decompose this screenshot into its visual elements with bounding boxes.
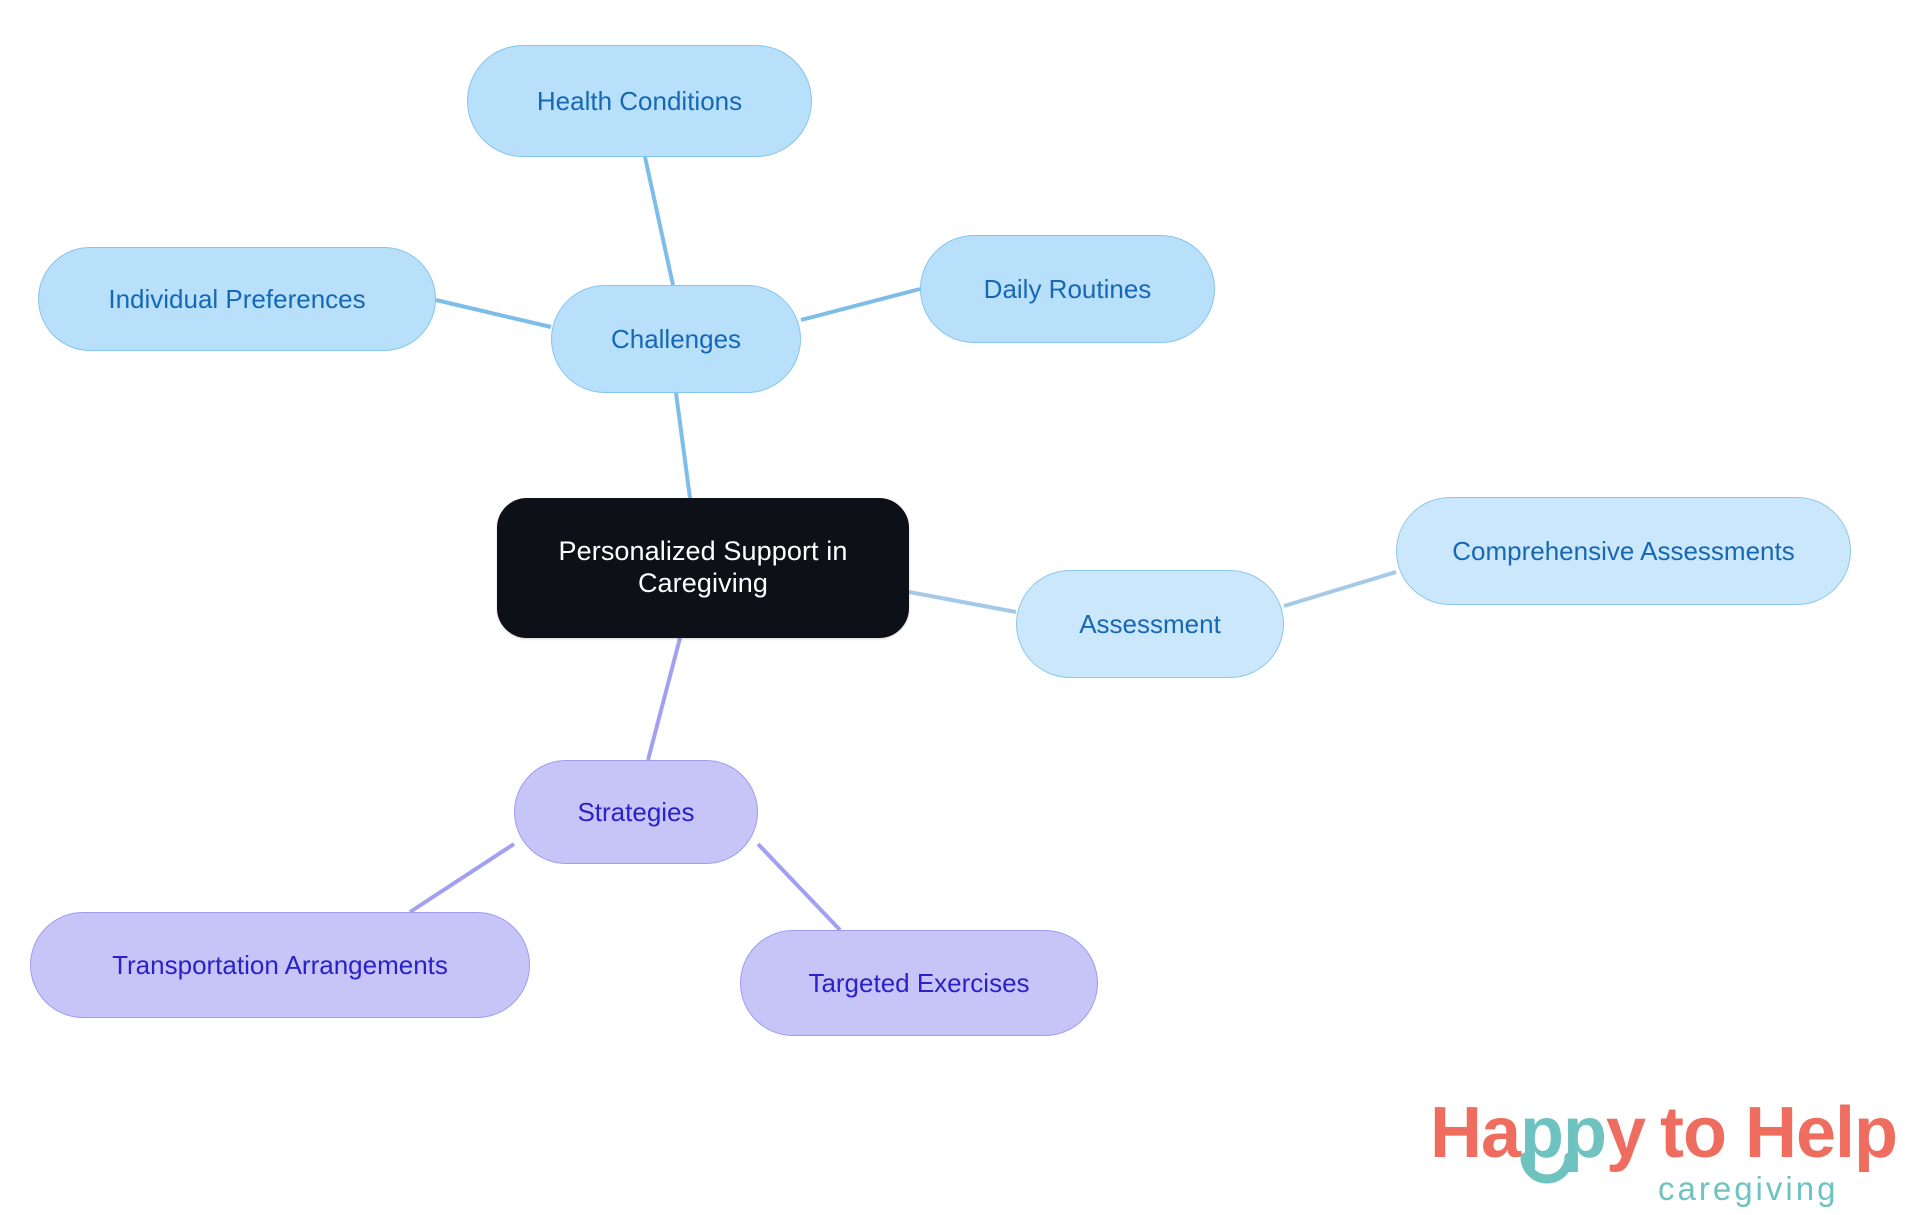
edge-strategies-transportation-arrangements bbox=[408, 842, 516, 914]
edge-root-assessment bbox=[908, 590, 1017, 614]
logo-y: y bbox=[1606, 1095, 1646, 1173]
node-assessment[interactable]: Assessment bbox=[1016, 570, 1284, 678]
edge-challenges-daily-routines bbox=[800, 287, 921, 322]
brand-logo: Happy to Help caregiving bbox=[1430, 1095, 1898, 1207]
node-strategies[interactable]: Strategies bbox=[514, 760, 758, 864]
edge-strategies-targeted-exercises bbox=[756, 842, 842, 932]
edge-root-challenges bbox=[674, 392, 692, 499]
logo-smile-icon bbox=[1520, 1152, 1574, 1184]
edge-challenges-health-conditions bbox=[643, 156, 675, 286]
node-comprehensive-assessments[interactable]: Comprehensive Assessments bbox=[1396, 497, 1851, 605]
node-health-conditions[interactable]: Health Conditions bbox=[467, 45, 812, 157]
edge-root-strategies bbox=[646, 637, 682, 761]
edge-challenges-individual-preferences bbox=[435, 298, 552, 329]
logo-ha: Ha bbox=[1430, 1095, 1522, 1173]
node-individual-preferences[interactable]: Individual Preferences bbox=[38, 247, 436, 351]
logo-pp: pp bbox=[1520, 1095, 1606, 1173]
node-daily-routines[interactable]: Daily Routines bbox=[920, 235, 1215, 343]
logo-caregiving: caregiving bbox=[1658, 1170, 1838, 1207]
logo-to-help: to Help bbox=[1660, 1095, 1897, 1173]
svg-text:Happy: Happy bbox=[1430, 1095, 1646, 1173]
node-root[interactable]: Personalized Support in Caregiving bbox=[497, 498, 909, 638]
node-transportation-arrangements[interactable]: Transportation Arrangements bbox=[30, 912, 530, 1018]
edge-assessment-comprehensive-assessments bbox=[1283, 570, 1397, 608]
node-challenges[interactable]: Challenges bbox=[551, 285, 801, 393]
node-targeted-exercises[interactable]: Targeted Exercises bbox=[740, 930, 1098, 1036]
